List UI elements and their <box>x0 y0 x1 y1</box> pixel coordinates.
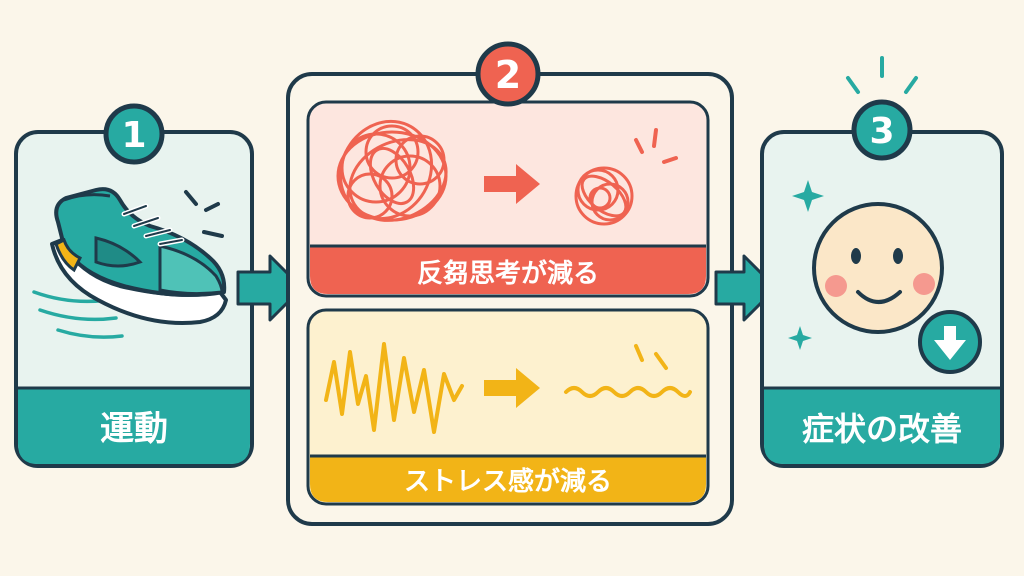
step-2b-card: ストレス感が減る <box>306 308 710 506</box>
step-1-label: 運動 <box>100 409 168 449</box>
step-2-number: 2 <box>495 53 521 97</box>
step-2b-arrow <box>484 368 540 408</box>
small-tangle-icon <box>574 166 634 226</box>
star-sparkle-icon <box>788 180 824 350</box>
step-2a-label: 反芻思考が減る <box>417 258 599 289</box>
down-arrow-icon <box>918 310 982 374</box>
step-3-number: 3 <box>869 111 894 152</box>
step-1-badge: 1 <box>103 103 165 165</box>
step-2a-arrow <box>484 164 540 204</box>
step-3-badge: 3 <box>851 99 913 161</box>
sparkle-lines <box>846 56 918 94</box>
step-1-number: 1 <box>121 115 146 156</box>
relief-marks <box>634 128 678 164</box>
step-2a-card: 反芻思考が減る <box>306 100 710 298</box>
smiling-face-icon <box>812 202 944 334</box>
step-3-label: 症状の改善 <box>802 410 962 448</box>
tangled-thoughts-icon <box>336 119 448 222</box>
calm-wave-icon <box>564 344 692 398</box>
running-shoe-icon <box>32 187 228 339</box>
stress-wave-icon <box>324 342 464 434</box>
step-2-badge: 2 <box>475 41 541 107</box>
step-2b-label: ストレス感が減る <box>404 466 612 497</box>
